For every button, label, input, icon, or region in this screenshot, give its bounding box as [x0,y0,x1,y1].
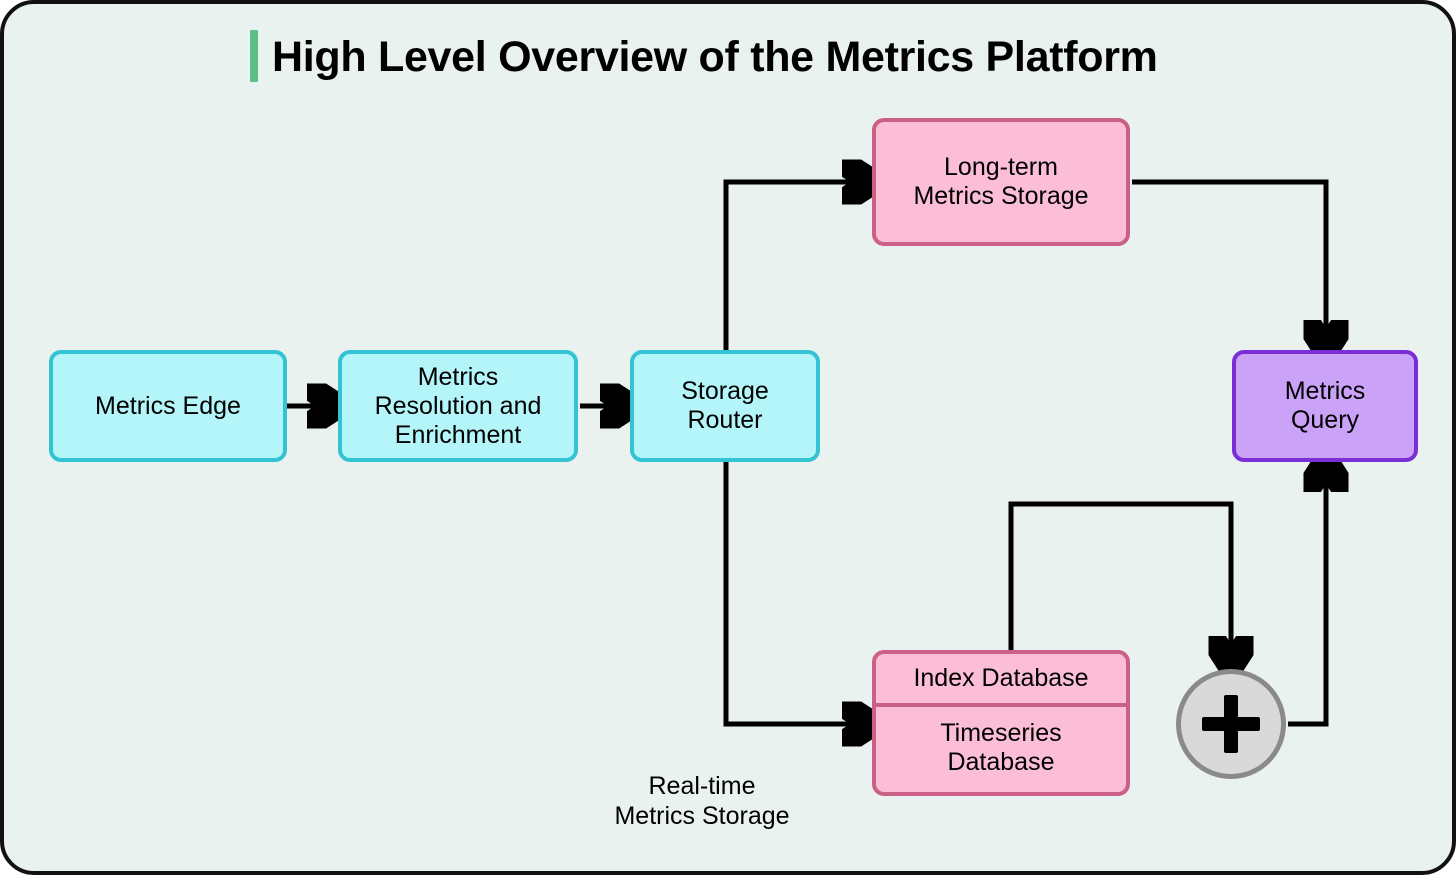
node-metrics-query-label: Metrics Query [1284,377,1366,434]
node-timeseries-database-label: Timeseries Database [940,718,1062,776]
node-long-term-storage-label: Long-term Metrics Storage [913,153,1089,210]
merge-plus-node[interactable] [1176,669,1286,779]
edge-storage-router-to-realtime-db [723,462,865,724]
node-storage-router[interactable]: Storage Router [630,350,820,462]
edge-label-realtime-text: Real-time Metrics Storage [614,772,790,830]
node-timeseries-database[interactable]: Timeseries Database [876,707,1126,788]
plus-icon-vertical-bar [1224,695,1238,753]
title-text: High Level Overview of the Metrics Platf… [272,33,1158,81]
title-accent-bar [250,30,258,82]
node-long-term-metrics-storage[interactable]: Long-term Metrics Storage [872,118,1130,246]
node-metrics-edge[interactable]: Metrics Edge [49,350,287,462]
node-metrics-query[interactable]: Metrics Query [1232,350,1418,462]
edge-storage-router-to-long-term [723,182,865,350]
node-realtime-database-group[interactable]: Index Database Timeseries Database [872,650,1130,796]
node-storage-router-label: Storage Router [681,377,769,434]
page-title: High Level Overview of the Metrics Platf… [250,26,1158,88]
node-index-database-label: Index Database [913,664,1089,692]
edge-index-db-to-merge [1008,501,1231,659]
edge-merge-to-metrics-query [1288,469,1326,727]
node-metrics-resolution-and-enrichment[interactable]: Metrics Resolution and Enrichment [338,350,578,462]
edge-long-term-to-metrics-query [1132,179,1326,343]
edge-label-realtime-metrics-storage: Real-time Metrics Storage [552,741,852,831]
node-index-database[interactable]: Index Database [876,654,1126,707]
node-metrics-resolution-label: Metrics Resolution and Enrichment [374,362,542,449]
node-metrics-edge-label: Metrics Edge [95,391,241,420]
